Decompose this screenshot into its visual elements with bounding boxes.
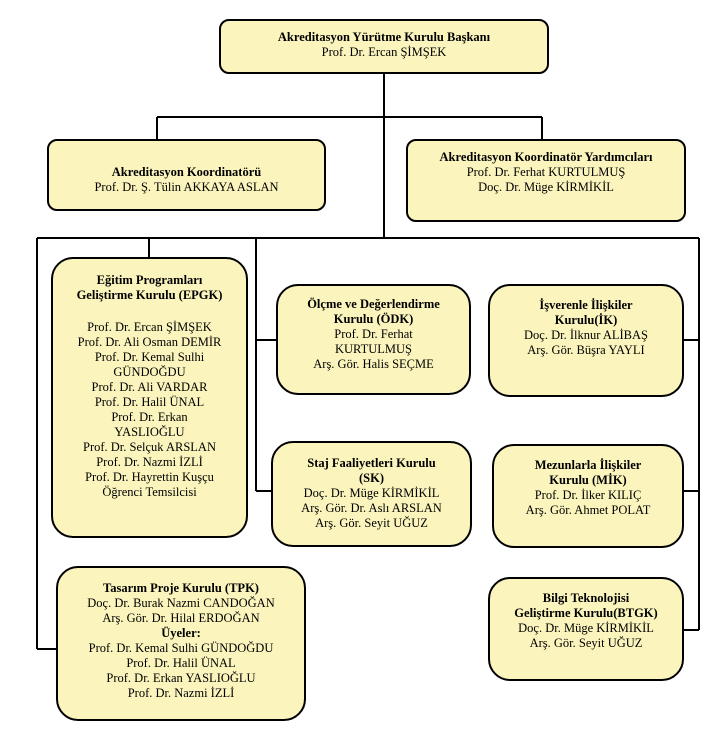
member-name: Prof. Dr. Halil ÜNAL	[126, 656, 236, 670]
member-name: Prof. Dr. Selçuk ARSLAN	[83, 440, 216, 454]
member-name: Prof. Dr. Ercan ŞİMŞEK	[87, 320, 212, 334]
member-name: Arş. Gör. Seyit UĞUZ	[315, 516, 428, 530]
member-name: Doç. Dr. Müge KİRMİKİL	[303, 486, 440, 500]
box-title: Bilgi Teknolojisi	[542, 591, 630, 605]
member-name: Prof. Dr. Nazmi İZLİ	[96, 455, 203, 469]
member-name: Prof. Dr. Ş. Tülin AKKAYA ASLAN	[94, 180, 279, 194]
btgk-box: Bilgi Teknolojisi Geliştirme Kurulu(BTGK…	[488, 577, 684, 681]
member-name: Prof. Dr. Erkan YASLIOĞLU	[106, 671, 256, 685]
member-name: Arş. Gör. Dr. Aslı ARSLAN	[301, 501, 442, 515]
sk-box: Staj Faaliyetleri Kurulu (SK) Doç. Dr. M…	[271, 441, 472, 547]
member-name: Prof. Dr. İlker KILIÇ	[534, 488, 642, 502]
member-name: Prof. Dr. Ali VARDAR	[91, 380, 208, 394]
member-name: Prof. Dr. Ali Osman DEMİR	[77, 335, 222, 349]
member-name: Öğrenci Temsilcisi	[102, 485, 197, 499]
box-title: Geliştirme Kurulu (EPGK)	[76, 288, 223, 302]
members-subheading: Üyeler:	[161, 626, 201, 640]
member-name: GÜNDOĞDU	[113, 365, 186, 379]
epgk-box: Eğitim Programları Geliştirme Kurulu (EP…	[51, 257, 248, 538]
box-title: Kurulu (MİK)	[549, 473, 627, 487]
president-box: Akreditasyon Yürütme Kurulu Başkanı Prof…	[219, 19, 549, 74]
member-name: Doç. Dr. Müge KİRMİKİL	[518, 621, 654, 635]
member-name: Prof. Dr. Ferhat KURTULMUŞ	[466, 165, 626, 179]
assistants-box: Akreditasyon Koordinatör Yardımcıları Pr…	[406, 139, 686, 222]
member-name: KURTULMUŞ	[334, 342, 413, 356]
member-name: Doç. Dr. İlknur ALİBAŞ	[524, 328, 648, 342]
member-name: Arş. Gör. Seyit UĞUZ	[529, 636, 643, 650]
member-name: Arş. Gör. Halis SEÇME	[313, 357, 434, 371]
mik-box: Mezunlarla İlişkiler Kurulu (MİK) Prof. …	[492, 444, 684, 548]
box-title: Akreditasyon Yürütme Kurulu Başkanı	[277, 30, 491, 44]
member-name: Arş. Gör. Ahmet POLAT	[525, 503, 651, 517]
member-name: YASLIOĞLU	[114, 425, 185, 439]
member-name: Prof. Dr. Kemal Sulhi	[94, 350, 205, 364]
coordinator-box: Akreditasyon Koordinatörü Prof. Dr. Ş. T…	[47, 139, 326, 211]
member-name: Arş. Gör. Büşra YAYLI	[527, 343, 645, 357]
member-name: Prof. Dr. Ercan ŞİMŞEK	[321, 45, 447, 59]
member-name: Prof. Dr. Kemal Sulhi GÜNDOĞDU	[88, 641, 274, 655]
box-title: (SK)	[359, 471, 384, 485]
box-title: Geliştirme Kurulu(BTGK)	[514, 606, 658, 620]
ik-box: İşverenle İlişkiler Kurulu(İK) Doç. Dr. …	[488, 284, 684, 397]
member-name: Prof. Dr. Nazmi İZLİ	[127, 686, 235, 700]
odk-box: Ölçme ve Değerlendirme Kurulu (ÖDK) Prof…	[276, 284, 471, 395]
box-title: Staj Faaliyetleri Kurulu	[307, 456, 436, 470]
member-name: Doç. Dr. Müge KİRMİKİL	[478, 180, 614, 194]
box-title: Akreditasyon Koordinatör Yardımcıları	[439, 150, 653, 164]
member-name: Prof. Dr. Ferhat	[334, 327, 413, 341]
box-title: Eğitim Programları	[96, 273, 203, 287]
member-name: Prof. Dr. Halil ÜNAL	[94, 395, 205, 409]
box-title: Tasarım Proje Kurulu (TPK)	[103, 581, 259, 595]
tpk-box: Tasarım Proje Kurulu (TPK) Doç. Dr. Bura…	[56, 566, 306, 721]
member-name: Prof. Dr. Erkan	[111, 410, 188, 424]
box-title: İşverenle İlişkiler	[539, 298, 633, 312]
box-title: Mezunlarla İlişkiler	[534, 458, 642, 472]
box-title: Akreditasyon Koordinatörü	[111, 165, 262, 179]
box-title: Ölçme ve Değerlendirme	[307, 297, 440, 311]
box-title: Kurulu(İK)	[554, 313, 618, 327]
member-name: Prof. Dr. Hayrettin Kuşçu	[85, 470, 214, 484]
member-name: Arş. Gör. Dr. Hilal ERDOĞAN	[102, 611, 260, 625]
box-title: Kurulu (ÖDK)	[333, 312, 414, 326]
member-name: Doç. Dr. Burak Nazmi CANDOĞAN	[87, 596, 275, 610]
